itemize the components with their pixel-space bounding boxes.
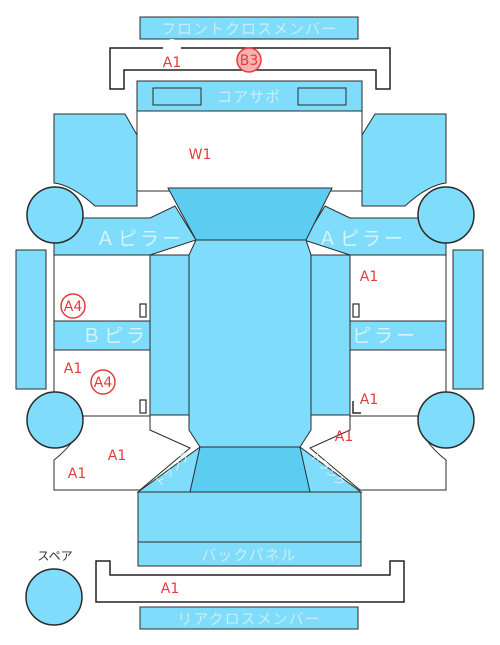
core-support-label: コアサポ bbox=[217, 88, 281, 106]
front-member-blank-circle bbox=[163, 39, 181, 57]
rear-cross-member-label: リアクロスメンバー bbox=[177, 610, 320, 628]
front-fender-left[interactable] bbox=[53, 113, 138, 207]
rear-door-right-handle bbox=[352, 401, 361, 414]
mark-front-member-a1[interactable]: A1 bbox=[163, 55, 181, 71]
inner-strip-left bbox=[149, 254, 190, 416]
front-wheel-left[interactable] bbox=[26, 186, 84, 244]
hood-panel[interactable] bbox=[136, 110, 363, 192]
core-support-slot-left bbox=[152, 87, 202, 106]
mark-left-rear-a4-circle[interactable] bbox=[90, 369, 116, 395]
mark-front-member-b3: B3 bbox=[240, 53, 259, 69]
mark-right-quarter-a1[interactable]: A1 bbox=[335, 429, 353, 445]
mark-right-front-door-a1[interactable]: A1 bbox=[360, 269, 378, 285]
b-pillar-left-label: Ｂピラー bbox=[82, 325, 170, 347]
inner-strip-right bbox=[310, 254, 351, 416]
side-sill-right[interactable] bbox=[452, 249, 484, 390]
rear-door-left-handle bbox=[139, 399, 147, 414]
mark-front-member-b3-circle[interactable] bbox=[236, 47, 262, 73]
side-sill-left[interactable] bbox=[15, 249, 47, 390]
a-pillar-left-label: Ａピラー bbox=[96, 228, 184, 250]
back-panel-upper[interactable] bbox=[137, 491, 362, 543]
front-cross-member-label: フロントクロスメンバー bbox=[161, 20, 337, 38]
rear-window-panel[interactable] bbox=[189, 446, 311, 493]
mark-left-front-door-a4: A4 bbox=[64, 299, 83, 315]
mark-hood-w1[interactable]: W1 bbox=[189, 147, 212, 163]
front-door-right[interactable] bbox=[349, 254, 447, 322]
b-pillar-right-label: Ｂピラー bbox=[330, 325, 418, 347]
core-support-slot-right bbox=[297, 87, 347, 106]
front-wheel-right[interactable] bbox=[417, 186, 475, 244]
roof-panel[interactable] bbox=[188, 239, 312, 448]
mark-left-rear-a4: A4 bbox=[94, 375, 113, 391]
rear-wheel-left[interactable] bbox=[26, 391, 84, 449]
rear-cross-member-outline[interactable] bbox=[95, 560, 405, 603]
rear-wheel-right[interactable] bbox=[417, 391, 475, 449]
mark-rear-member-a1[interactable]: A1 bbox=[161, 581, 179, 597]
windshield-panel[interactable] bbox=[167, 187, 333, 241]
mark-left-front-door-a4-circle[interactable] bbox=[60, 293, 86, 319]
a-pillar-right-label: Ａピラー bbox=[318, 228, 406, 250]
mark-left-rear-a1[interactable]: A1 bbox=[64, 361, 82, 377]
spare-label: スペア bbox=[37, 549, 72, 563]
rear-cross-member-panel[interactable] bbox=[139, 606, 359, 630]
mark-left-quarter-a1-lower[interactable]: A1 bbox=[68, 466, 86, 482]
back-panel[interactable] bbox=[137, 541, 362, 567]
front-door-left-handle bbox=[139, 303, 147, 318]
mark-right-rear-a1[interactable]: A1 bbox=[360, 392, 378, 408]
mark-left-quarter-a1-upper[interactable]: A1 bbox=[108, 448, 126, 464]
front-fender-right[interactable] bbox=[361, 113, 447, 207]
front-cross-member-panel[interactable] bbox=[139, 16, 359, 40]
front-door-right-handle bbox=[352, 303, 360, 318]
spare-tire[interactable] bbox=[25, 568, 83, 626]
back-panel-label: バックパネル bbox=[201, 546, 296, 564]
